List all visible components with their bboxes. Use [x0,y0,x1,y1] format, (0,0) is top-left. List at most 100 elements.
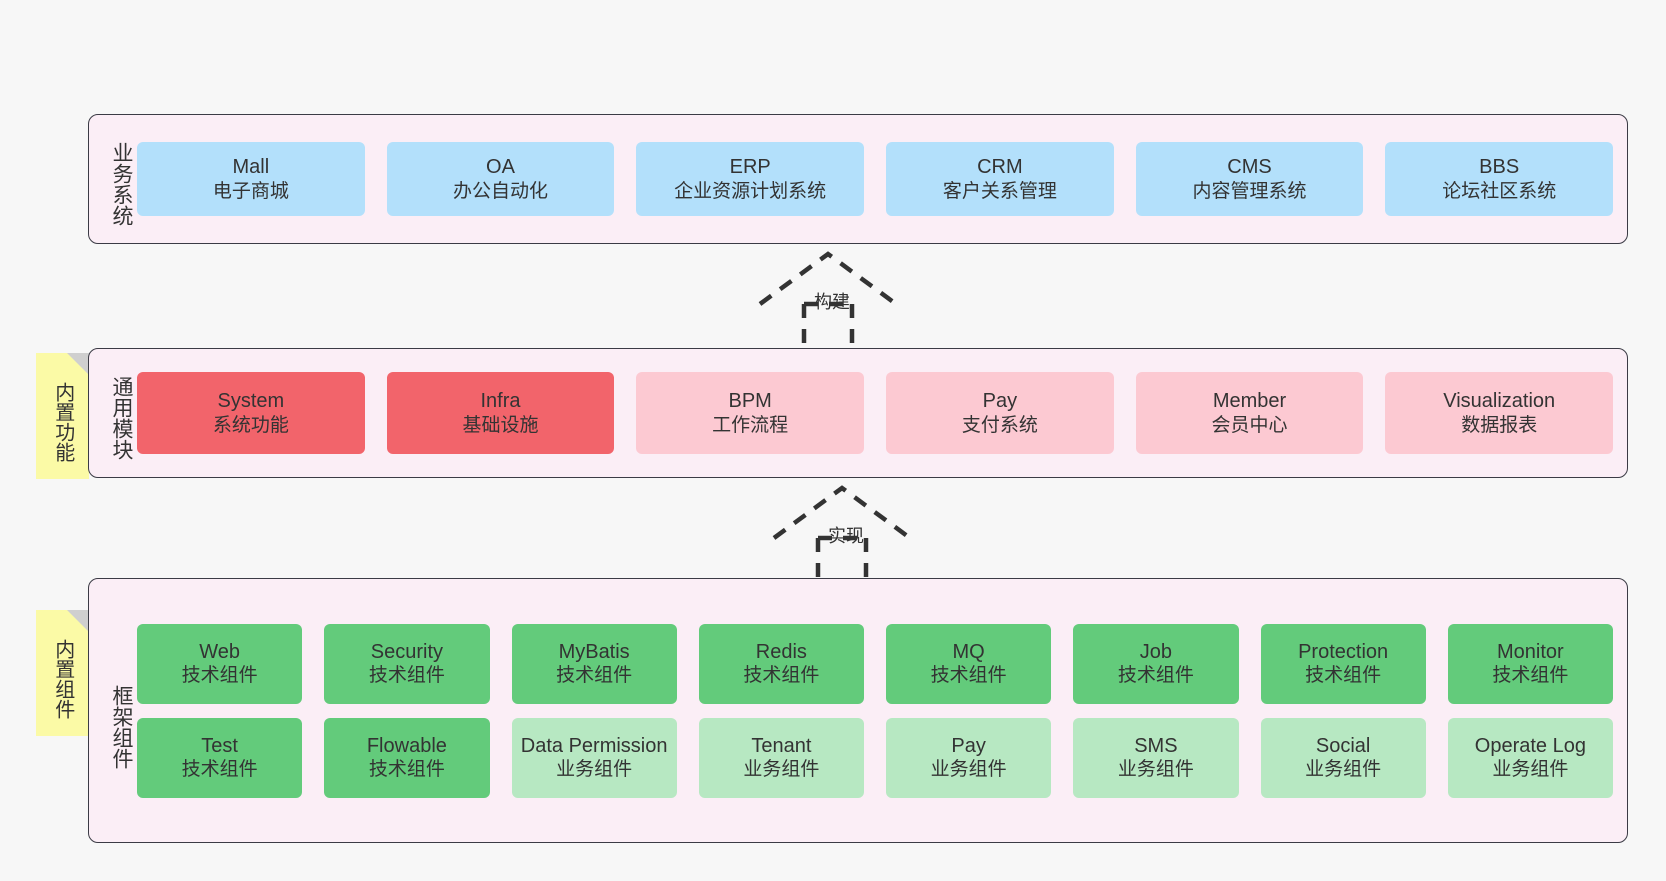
card-infra[interactable]: Infra 基础设施 [386,372,615,454]
card-pay-module[interactable]: Pay 支付系统 [886,372,1114,454]
card-title: Test [201,734,238,757]
card-subtitle: 技术组件 [1492,665,1569,687]
card-title: Visualization [1443,390,1556,413]
card-subtitle: 技术组件 [743,665,820,687]
card-title: CMS [1227,156,1272,179]
card-subtitle: 企业资源计划系统 [674,180,827,202]
card-protection[interactable]: Protection 技术组件 [1260,623,1426,704]
card-title: ERP [729,156,771,179]
card-flowable[interactable]: Flowable 技术组件 [324,717,490,798]
card-title: Tenant [751,734,812,757]
layer-common-cards: System 系统功能 Infra 基础设施 BPM 工作流程 Pay 支付系统… [133,349,1627,477]
card-data-permission[interactable]: Data Permission 业务组件 [511,717,677,798]
card-sms[interactable]: SMS 业务组件 [1073,717,1239,798]
layer-common-module[interactable]: 通用模块 System 系统功能 Infra 基础设施 BPM 工作流程 Pay… [88,348,1628,478]
card-subtitle: 技术组件 [181,665,258,687]
card-title: Member [1212,390,1287,413]
card-title: BBS [1479,156,1520,179]
card-job[interactable]: Job 技术组件 [1073,623,1239,704]
card-test[interactable]: Test 技术组件 [137,717,303,798]
layer-framework-cards: Web 技术组件 Security 技术组件 MyBatis 技术组件 Redi… [133,579,1627,842]
connector-build: 构建 [752,248,932,354]
card-title: Mall [232,156,270,179]
card-subtitle: 系统功能 [212,414,289,436]
card-subtitle: 技术组件 [368,759,445,781]
card-title: OA [486,156,515,179]
card-bpm[interactable]: BPM 工作流程 [636,372,865,454]
card-title: Web [199,640,240,663]
card-system[interactable]: System 系统功能 [137,372,365,454]
card-cms[interactable]: CMS 内容管理系统 [1135,142,1364,216]
card-subtitle: 支付系统 [961,414,1038,436]
card-member[interactable]: Member 会员中心 [1135,372,1364,454]
card-subtitle: 技术组件 [1305,665,1382,687]
card-subtitle: 内容管理系统 [1192,180,1307,202]
card-title: Pay [982,390,1018,413]
card-social[interactable]: Social 业务组件 [1260,717,1426,798]
card-subtitle: 办公自动化 [453,180,549,202]
card-subtitle: 业务组件 [1117,759,1194,781]
card-title: Flowable [366,734,447,757]
card-title: Security [370,640,443,663]
layer-title-common: 通用模块 [110,376,133,460]
note-label: 内置组件 [51,639,74,719]
card-subtitle: 业务组件 [743,759,820,781]
connector-implement: 实现 [766,482,946,588]
card-bbs[interactable]: BBS 论坛社区系统 [1385,142,1614,216]
card-subtitle: 业务组件 [556,759,633,781]
layer-framework-component[interactable]: 框架组件 Web 技术组件 Security 技术组件 MyBatis 技术组件… [88,578,1628,843]
card-subtitle: 客户关系管理 [942,180,1057,202]
card-row: Mall 电子商城 OA 办公自动化 ERP 企业资源计划系统 CRM 客户关系… [137,142,1614,216]
note-builtin-component[interactable]: 内置组件 [36,610,89,736]
card-subtitle: 业务组件 [930,759,1007,781]
card-crm[interactable]: CRM 客户关系管理 [886,142,1114,216]
card-title: MQ [952,640,985,663]
connector-implement-label: 实现 [828,526,864,546]
card-title: SMS [1134,734,1178,757]
card-operate-log[interactable]: Operate Log 业务组件 [1447,717,1613,798]
card-mall[interactable]: Mall 电子商城 [137,142,365,216]
card-monitor[interactable]: Monitor 技术组件 [1447,623,1613,704]
card-pay-component[interactable]: Pay 业务组件 [886,717,1052,798]
card-row: Web 技术组件 Security 技术组件 MyBatis 技术组件 Redi… [137,623,1613,704]
card-row: System 系统功能 Infra 基础设施 BPM 工作流程 Pay 支付系统… [137,372,1614,454]
card-security[interactable]: Security 技术组件 [324,623,490,704]
generalization-arrow-icon [758,251,898,354]
card-mybatis[interactable]: MyBatis 技术组件 [511,623,677,704]
card-subtitle: 技术组件 [1117,665,1194,687]
card-title: MyBatis [558,640,630,663]
card-subtitle: 技术组件 [181,759,258,781]
card-title: BPM [728,390,772,413]
card-title: Infra [480,390,521,413]
card-title: Monitor [1497,640,1564,663]
card-web[interactable]: Web 技术组件 [137,623,303,704]
card-title: Operate Log [1474,734,1586,757]
layer-title-business: 业务系统 [110,142,133,226]
note-builtin-function[interactable]: 内置功能 [36,353,89,479]
layer-title-framework: 框架组件 [110,684,133,769]
card-title: CRM [977,156,1023,179]
card-visualization[interactable]: Visualization 数据报表 [1385,372,1614,454]
card-subtitle: 数据报表 [1461,414,1538,436]
layer-business-cards: Mall 电子商城 OA 办公自动化 ERP 企业资源计划系统 CRM 客户关系… [133,115,1627,243]
card-subtitle: 技术组件 [556,665,633,687]
card-tenant[interactable]: Tenant 业务组件 [698,717,864,798]
card-erp[interactable]: ERP 企业资源计划系统 [636,142,865,216]
layer-business-system[interactable]: 业务系统 Mall 电子商城 OA 办公自动化 ERP 企业资源计划系统 CRM… [88,114,1628,244]
generalization-arrow-icon [772,485,912,588]
card-subtitle: 技术组件 [930,665,1007,687]
card-title: Social [1315,734,1371,757]
card-title: Job [1139,640,1172,663]
card-subtitle: 业务组件 [1492,759,1569,781]
note-label: 内置功能 [51,382,74,462]
card-subtitle: 业务组件 [1305,759,1382,781]
card-title: Pay [951,734,986,757]
card-subtitle: 工作流程 [712,414,789,436]
card-subtitle: 电子商城 [212,180,289,202]
card-row: Test 技术组件 Flowable 技术组件 Data Permission … [137,717,1613,798]
card-mq[interactable]: MQ 技术组件 [886,623,1052,704]
card-oa[interactable]: OA 办公自动化 [386,142,615,216]
card-subtitle: 会员中心 [1211,414,1288,436]
card-redis[interactable]: Redis 技术组件 [698,623,864,704]
